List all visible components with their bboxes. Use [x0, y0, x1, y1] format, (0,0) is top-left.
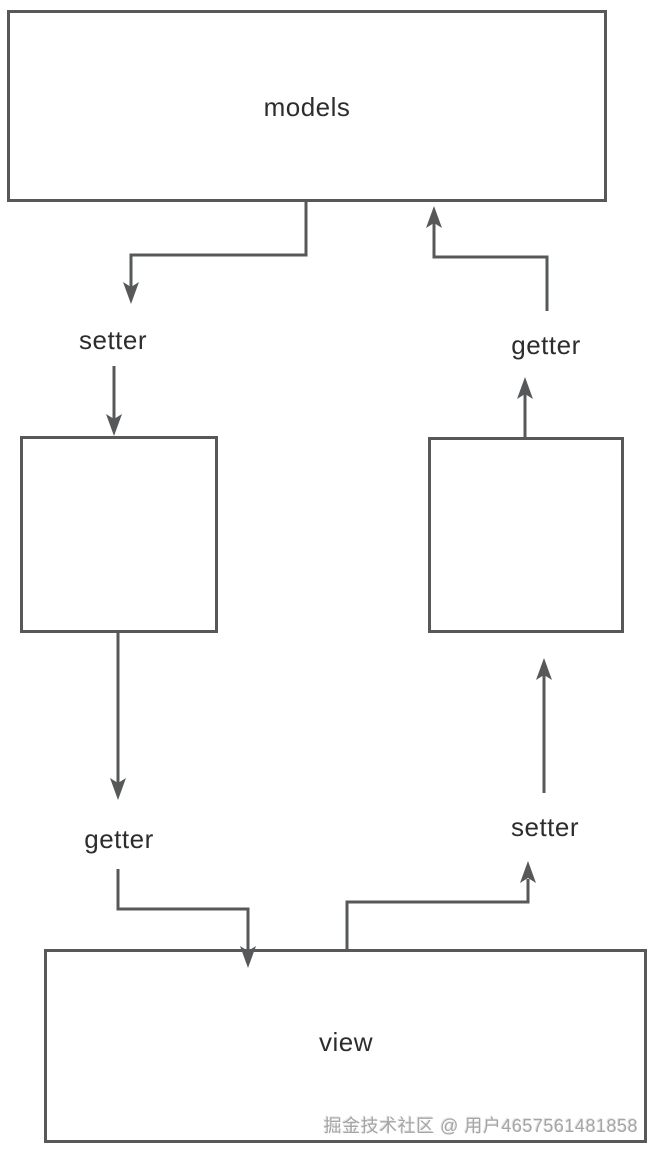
models-node-label: models — [264, 92, 351, 122]
getter-right-label: getter — [511, 330, 581, 360]
left-store-node-box — [20, 436, 218, 633]
arrowhead-up-right-store — [536, 658, 552, 680]
edge-getter-left-to-view — [116, 869, 250, 952]
view-node-box — [44, 949, 647, 1143]
arrowhead-up-models — [426, 206, 442, 228]
arrowhead-down-view — [240, 946, 256, 968]
arrowhead-up-getter-right — [517, 377, 533, 399]
arrowhead-down-getter-left — [110, 778, 126, 800]
watermark-text: 掘金技术社区 @ 用户4657561481858 — [323, 1116, 638, 1136]
edge-getter-right-to-models — [432, 223, 549, 311]
edge-view-to-setter-right — [345, 879, 530, 950]
setter-right-label: setter — [511, 812, 579, 842]
setter-left-label: setter — [79, 325, 147, 355]
getter-left-label: getter — [84, 824, 154, 854]
models-node-box — [7, 10, 607, 202]
edge-models-to-setter-left — [129, 201, 308, 288]
arrowhead-down-setter-left — [123, 282, 139, 304]
arrowhead-up-setter-right — [520, 861, 536, 883]
view-node-label: view — [319, 1027, 373, 1057]
arrowhead-down-left-store — [106, 414, 122, 436]
right-store-node-box — [428, 437, 624, 633]
